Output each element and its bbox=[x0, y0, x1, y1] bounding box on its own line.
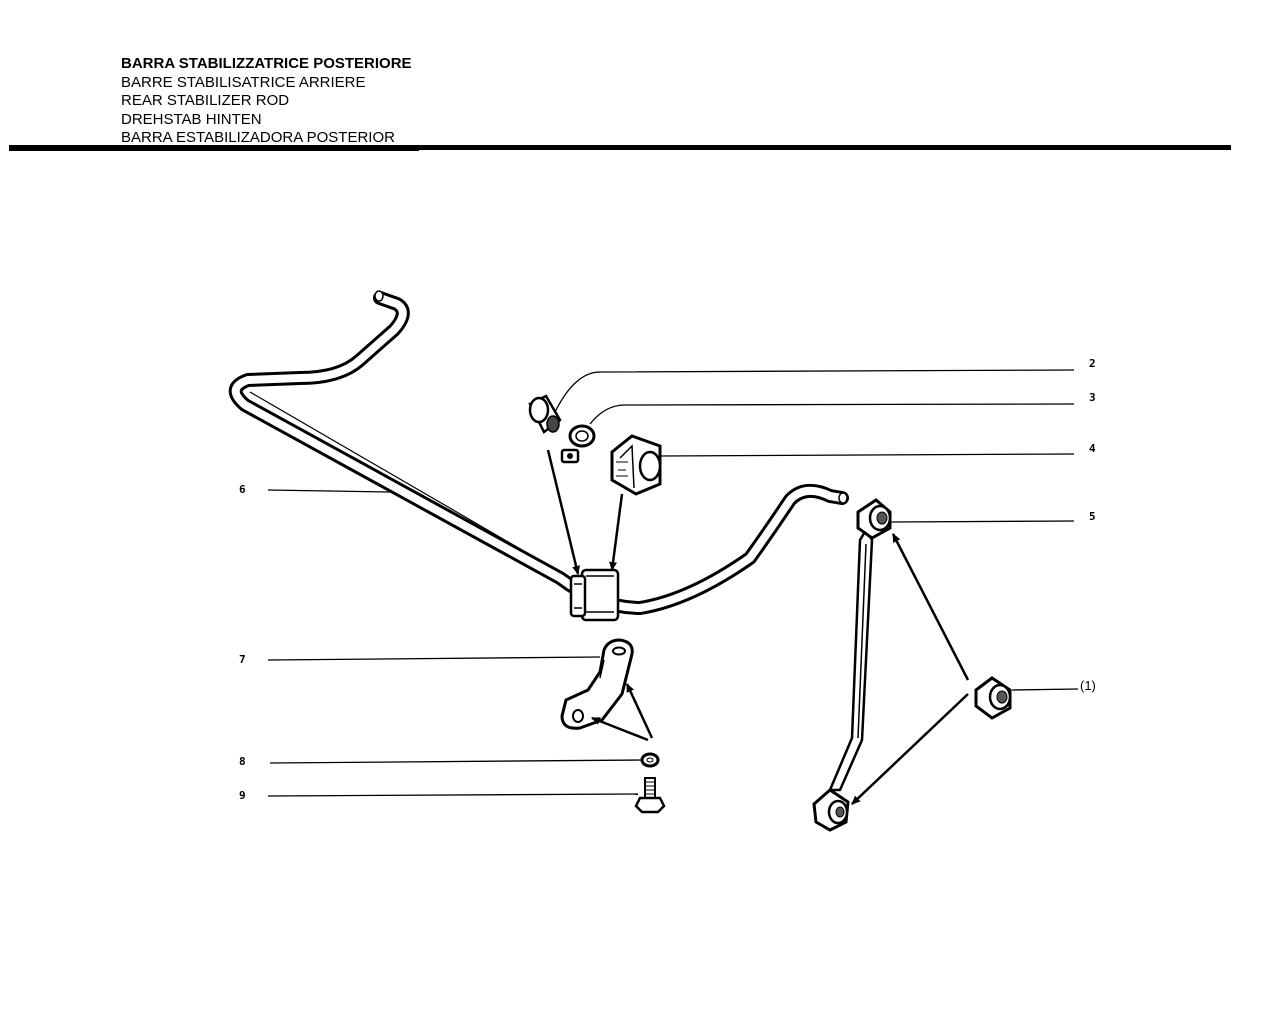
title-spanish: BARRA ESTABILIZADORA POSTERIOR bbox=[121, 129, 395, 146]
bushing-part-1 bbox=[974, 676, 1012, 720]
callout-9: 9 bbox=[239, 789, 246, 802]
arrow-to-link-top bbox=[891, 533, 970, 681]
leader-8 bbox=[269, 759, 643, 764]
arrow-to-bracket-top bbox=[625, 683, 654, 739]
arrow-to-collar bbox=[546, 449, 581, 575]
leader-2 bbox=[554, 369, 1075, 413]
bolt-part-9 bbox=[634, 777, 666, 814]
title-italian: BARRA STABILIZZATRICE POSTERIORE bbox=[121, 55, 412, 72]
callout-8: 8 bbox=[239, 755, 246, 768]
collar-part-3 bbox=[560, 424, 596, 464]
callout-1: (1) bbox=[1080, 678, 1096, 693]
leader-5 bbox=[889, 520, 1075, 523]
callout-5: 5 bbox=[1089, 510, 1096, 523]
stabilizer-bar bbox=[228, 290, 849, 615]
callout-3: 3 bbox=[1089, 391, 1096, 404]
header-rule-thick bbox=[9, 145, 1231, 150]
bushing-part-4 bbox=[610, 434, 662, 496]
spacer-part-2 bbox=[528, 394, 562, 434]
title-german: DREHSTAB HINTEN bbox=[121, 110, 262, 128]
header-rule bbox=[9, 145, 1231, 151]
callout-4: 4 bbox=[1089, 442, 1096, 455]
leader-7 bbox=[267, 656, 601, 661]
leader-9 bbox=[267, 793, 639, 797]
leader-lines bbox=[267, 369, 1079, 797]
callout-7: 7 bbox=[239, 653, 246, 666]
leader-1 bbox=[1011, 688, 1079, 691]
callout-2: 2 bbox=[1089, 357, 1096, 370]
arrow-to-link-bottom bbox=[851, 693, 969, 805]
mounted-bushing bbox=[569, 568, 620, 622]
arrow-to-bracket-bottom bbox=[591, 716, 649, 742]
leader-6 bbox=[267, 489, 391, 493]
assembly-arrows bbox=[546, 449, 970, 805]
title-english: REAR STABILIZER ROD bbox=[121, 92, 290, 109]
washer-part-8 bbox=[640, 752, 660, 768]
title-french: BARRE STABILISATRICE ARRIERE bbox=[121, 73, 366, 91]
link-part-5 bbox=[812, 498, 892, 832]
leader-3 bbox=[589, 403, 1075, 425]
bracket-part-7 bbox=[560, 638, 634, 730]
leader-4 bbox=[659, 453, 1075, 457]
arrow-to-bushing bbox=[609, 493, 624, 571]
header-rule-thin bbox=[9, 149, 419, 151]
callout-6: 6 bbox=[239, 483, 246, 496]
title-block: BARRA STABILIZZATRICE POSTERIORE BARRE S… bbox=[121, 55, 412, 148]
